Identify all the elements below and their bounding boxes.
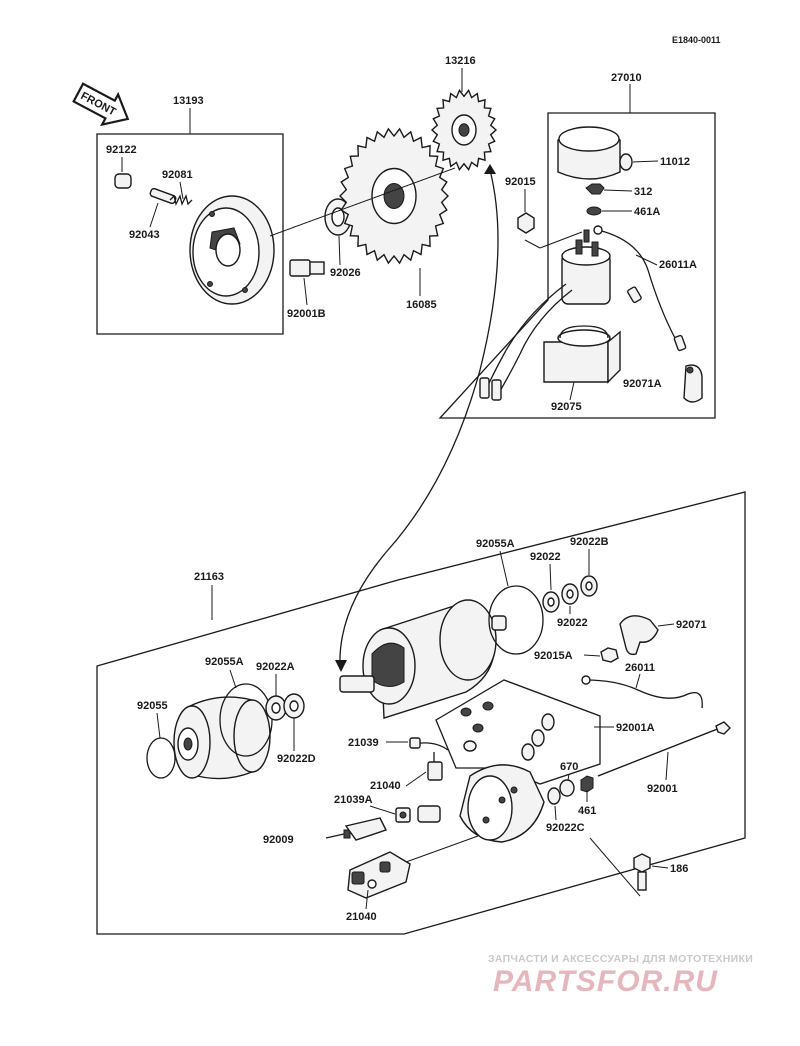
label-92022b: 92022B — [570, 536, 609, 548]
relay-washer — [586, 206, 602, 216]
label-13216: 13216 — [445, 55, 476, 67]
label-186: 186 — [670, 863, 688, 875]
diagram-code: E1840-0011 — [672, 35, 721, 45]
clutch-spring — [169, 194, 193, 206]
label-92043: 92043 — [129, 229, 160, 241]
armature — [339, 599, 507, 719]
label-92055a-top: 92055A — [476, 538, 515, 550]
relay-cap — [557, 126, 633, 180]
watermark-brand: PARTSFOR.RU — [493, 965, 718, 998]
label-461a: 461A — [634, 206, 660, 218]
watermark-tagline: ЗАПЧАСТИ И АКСЕССУАРЫ ДЛЯ МОТОТЕХНИКИ — [488, 953, 753, 965]
label-16085: 16085 — [406, 299, 437, 311]
nut-461 — [580, 775, 594, 793]
relay-boot — [683, 364, 703, 403]
label-92022d: 92022D — [277, 753, 316, 765]
label-92001b: 92001B — [287, 308, 326, 320]
label-92001: 92001 — [647, 783, 678, 795]
brush-21040-mid — [427, 752, 443, 781]
arrow-head-top-icon — [484, 164, 496, 174]
label-27010: 27010 — [611, 72, 642, 84]
label-92055a-left: 92055A — [205, 656, 244, 668]
label-92022a: 92022A — [256, 661, 295, 673]
brush-plate — [347, 851, 411, 899]
label-92022c: 92022C — [546, 822, 585, 834]
oring-92055 — [146, 737, 176, 779]
label-21040-mid: 21040 — [370, 780, 401, 792]
clutch-pin — [149, 187, 177, 205]
label-21040-bot: 21040 — [346, 911, 377, 923]
starter-motor-group: 21163 92055A 92022 92022B 92022 92071 — [96, 491, 746, 935]
label-312: 312 — [634, 186, 652, 198]
label-92015a: 92015A — [534, 650, 573, 662]
clutch-bolt — [289, 259, 325, 277]
oring-92055a-top — [488, 585, 544, 655]
relay-nut — [585, 183, 605, 195]
screw-92009 — [325, 829, 351, 839]
gear-16085 — [339, 127, 449, 265]
starter-clutch-group: 13193 92122 92043 92081 92001B — [96, 95, 326, 335]
label-92055: 92055 — [137, 700, 168, 712]
arrow-head-bottom-icon — [335, 660, 347, 672]
nut-92015 — [517, 212, 535, 234]
label-21039a: 21039A — [334, 794, 373, 806]
label-92026: 92026 — [330, 267, 361, 279]
lead-26011a — [597, 229, 677, 341]
label-461: 461 — [578, 805, 596, 817]
label-92009: 92009 — [263, 834, 294, 846]
label-92122: 92122 — [106, 144, 137, 156]
gear-13216 — [430, 89, 498, 171]
label-26011: 26011 — [625, 662, 655, 674]
nut-92015a — [600, 647, 619, 663]
through-bolt — [597, 721, 731, 777]
relay-body — [561, 229, 611, 305]
terminal-boot — [619, 615, 659, 656]
label-92001a: 92001A — [616, 722, 655, 734]
label-670: 670 — [560, 761, 578, 773]
washer-670 — [559, 779, 575, 797]
engagement-arrow — [339, 169, 499, 667]
label-92075: 92075 — [551, 401, 582, 413]
oring-92055a-left — [219, 683, 273, 757]
label-92071a: 92071A — [623, 378, 662, 390]
label-92081: 92081 — [162, 169, 193, 181]
front-cover — [173, 696, 271, 780]
sprocket-group: 92026 16085 13216 — [269, 55, 498, 311]
label-11012: 11012 — [660, 156, 690, 168]
label-26011a: 26011A — [659, 259, 697, 271]
label-21163: 21163 — [194, 571, 224, 583]
label-13193: 13193 — [173, 95, 204, 107]
rear-cover — [459, 764, 545, 843]
washer-92022c — [547, 787, 561, 805]
label-92015: 92015 — [505, 176, 536, 188]
label-21039: 21039 — [348, 737, 379, 749]
label-92071: 92071 — [676, 619, 707, 631]
clutch-roller — [114, 173, 132, 189]
relay-bracket — [543, 325, 621, 384]
lead-26011 — [585, 679, 703, 709]
label-92022: 92022 — [530, 551, 561, 563]
label-92022-low: 92022 — [557, 617, 588, 629]
front-arrow-icon: FRONT — [72, 82, 130, 127]
brush-holder — [395, 805, 441, 823]
mounting-bolt-186 — [633, 853, 651, 891]
starter-relay-group: 27010 11012 312 461A 92015 — [438, 72, 716, 419]
